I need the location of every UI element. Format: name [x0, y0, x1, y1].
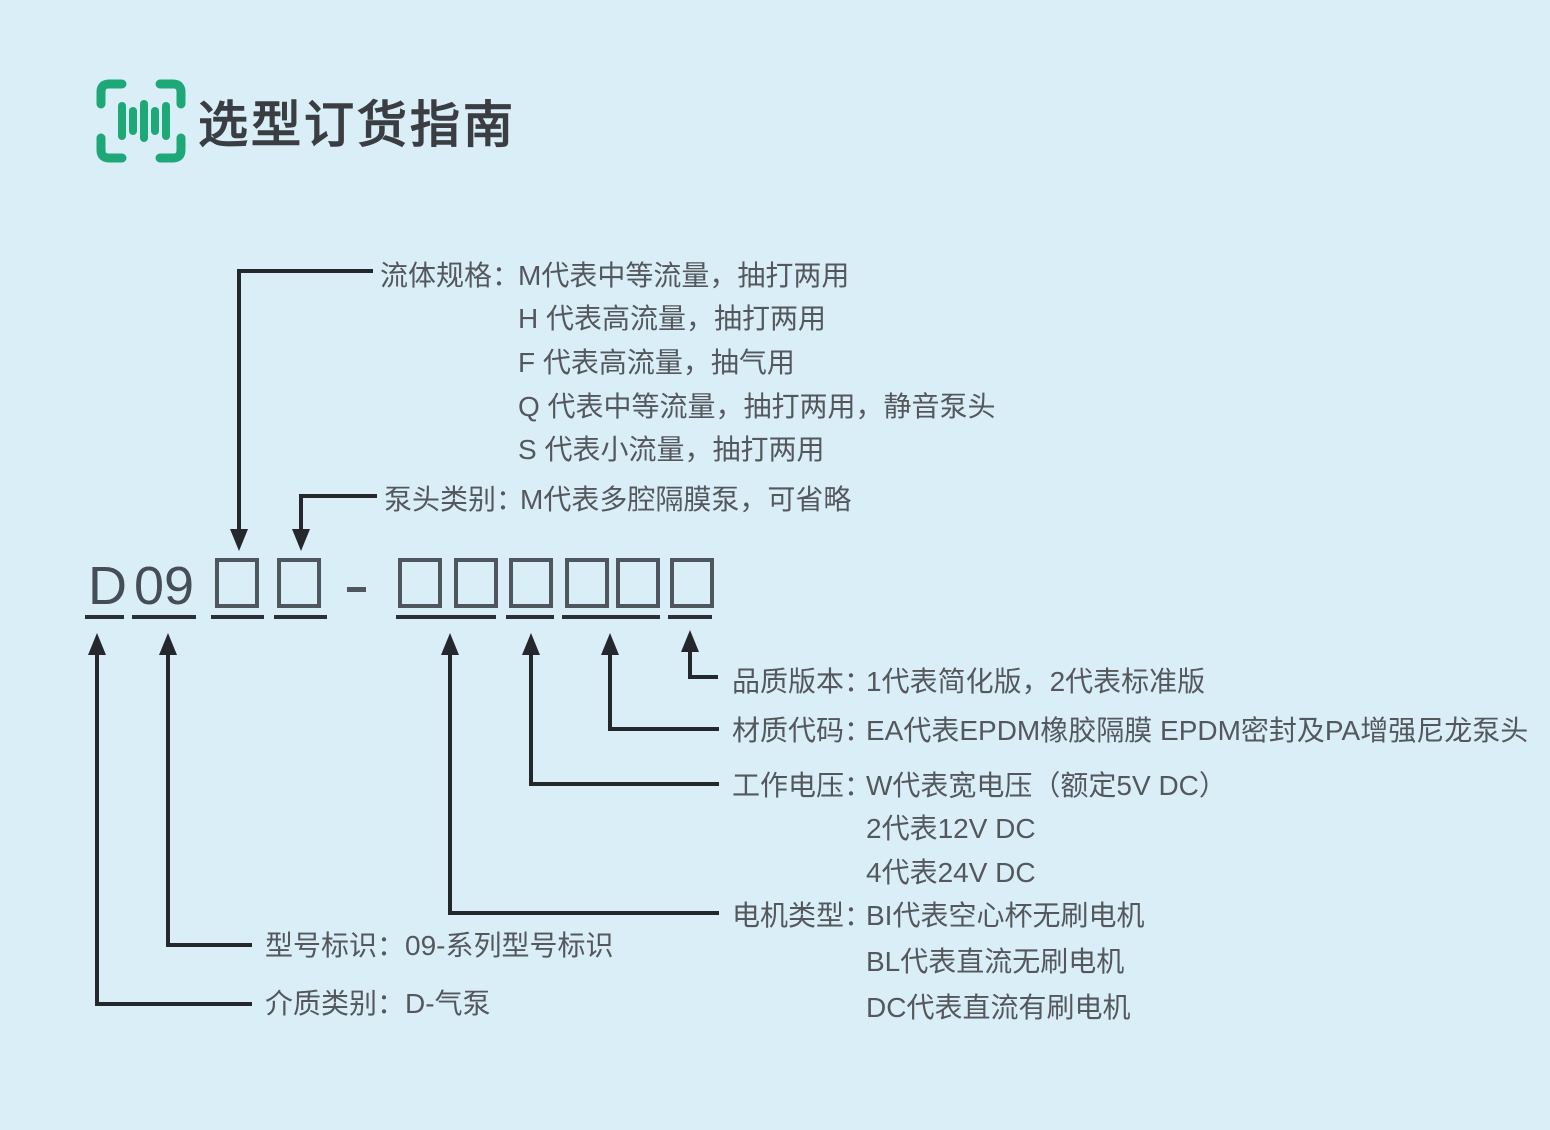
fluid-spec-option: F 代表高流量，抽气用 [518, 347, 795, 378]
motor-type-option: BI代表空心杯无刷电机 [866, 900, 1145, 931]
model-blank-box-voltage [509, 558, 553, 608]
pump-head-connector-vertical [299, 494, 303, 529]
underline-box-pumphead [274, 615, 327, 619]
pump-head-arrow-down-icon [292, 529, 310, 551]
model-blank-box-material-1 [565, 558, 609, 608]
fluid-spec-option: M代表中等流量，抽打两用 [518, 260, 850, 291]
pump-head-connector-horizontal [299, 494, 377, 498]
model-code-series-number: 09 [134, 556, 195, 616]
medium-type-arrow-up-icon [88, 633, 106, 655]
model-id-connector-vertical [166, 655, 170, 947]
motor-type-connector-vertical [448, 655, 452, 915]
working-voltage-label: 工作电压： [732, 770, 873, 801]
working-voltage-arrow-up-icon [522, 633, 540, 655]
material-code-arrow-up-icon [601, 633, 619, 655]
model-id-arrow-up-icon [159, 633, 177, 655]
material-code-label: 材质代码： [732, 715, 873, 746]
underline-material [562, 615, 660, 619]
underline-quality [668, 615, 712, 619]
model-blank-box-fluid [215, 558, 259, 608]
fluid-spec-connector-horizontal [237, 269, 373, 273]
working-voltage-connector-horizontal [529, 782, 719, 786]
pump-head-label: 泵头类别： [384, 484, 525, 515]
working-voltage-option: 2代表12V DC [866, 813, 1036, 844]
fluid-spec-option: S 代表小流量，抽打两用 [518, 434, 825, 465]
motor-type-arrow-up-icon [441, 633, 459, 655]
fluid-spec-arrow-down-icon [230, 529, 248, 551]
model-id-value: 09-系列型号标识 [405, 930, 614, 961]
material-code-connector-vertical [608, 655, 612, 731]
material-code-option: EA代表EPDM橡胶隔膜 EPDM密封及PA增强尼龙泵头 [866, 715, 1529, 746]
model-id-label: 型号标识： [265, 930, 406, 961]
model-id-row: 型号标识：09-系列型号标识 [265, 929, 614, 963]
model-blank-box-quality [670, 558, 714, 608]
quality-version-connector-horizontal [688, 675, 718, 679]
model-blank-box-material-2 [616, 558, 660, 608]
material-code-connector-horizontal [608, 727, 719, 731]
quality-version-option: 1代表简化版，2代表标准版 [866, 666, 1206, 697]
motor-type-option: DC代表直流有刷电机 [866, 992, 1131, 1023]
fluid-spec-option: Q 代表中等流量，抽打两用，静音泵头 [518, 391, 996, 422]
barcode-scan-icon [96, 79, 186, 163]
model-blank-box-pumphead [277, 558, 321, 608]
quality-version-connector-vertical [688, 652, 692, 679]
model-code-medium-letter: D [88, 556, 127, 616]
quality-version-arrow-up-icon [681, 630, 699, 652]
medium-type-connector-vertical [95, 655, 99, 1006]
underline-medium [85, 615, 124, 619]
motor-type-option: BL代表直流无刷电机 [866, 946, 1125, 977]
medium-type-value: D-气泵 [405, 988, 491, 1019]
working-voltage-option: 4代表24V DC [866, 857, 1036, 888]
motor-type-label: 电机类型： [732, 900, 873, 931]
underline-series [132, 615, 196, 619]
underline-motor [396, 615, 496, 619]
working-voltage-connector-vertical [529, 655, 533, 786]
medium-type-connector-horizontal [95, 1002, 252, 1006]
page-title: 选型订货指南 [198, 97, 516, 153]
working-voltage-option: W代表宽电压（额定5V DC） [866, 770, 1227, 801]
model-code-separator [347, 587, 366, 592]
fluid-spec-label: 流体规格： [380, 260, 521, 291]
pump-head-option: M代表多腔隔膜泵，可省略 [520, 484, 852, 515]
quality-version-label: 品质版本： [732, 666, 873, 697]
model-blank-box-motor-1 [398, 558, 442, 608]
model-id-connector-horizontal [166, 943, 252, 947]
fluid-spec-option: H 代表高流量，抽打两用 [518, 303, 827, 334]
medium-type-row: 介质类别：D-气泵 [265, 987, 491, 1021]
underline-box-fluid [211, 615, 264, 619]
motor-type-connector-horizontal [448, 911, 719, 915]
fluid-spec-connector-vertical [237, 269, 241, 529]
underline-voltage [506, 615, 554, 619]
medium-type-label: 介质类别： [265, 988, 406, 1019]
model-blank-box-motor-2 [454, 558, 498, 608]
